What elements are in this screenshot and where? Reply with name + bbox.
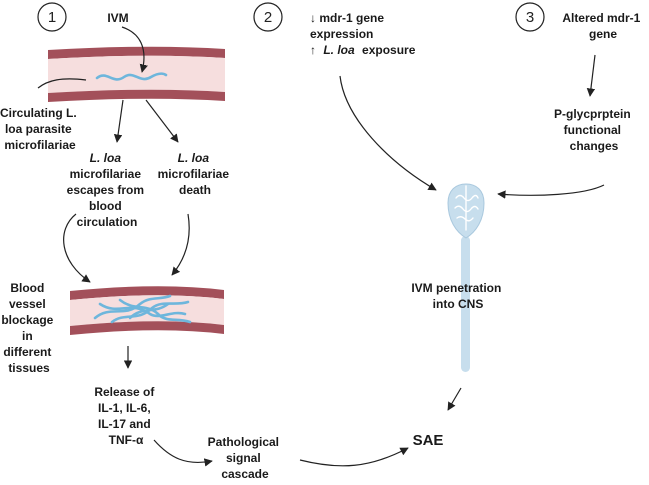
brain-spinal-cord-icon [447,183,485,372]
cns-penetration-label: IVM penetration into CNS [411,281,504,311]
svg-text:2: 2 [264,9,272,26]
blood-vessel-top [48,46,225,102]
svg-text:1: 1 [48,9,56,26]
step-3-marker: 3 [515,2,545,32]
pathological-cascade-label: Pathological signal cascade [208,435,283,481]
escape-circulation-label: L. loa microfilariae escapes from blood … [67,151,148,229]
cytokine-release-label: Release of IL-1, IL-6, IL-17 and TNF-α [94,385,157,447]
pgp-changes-label: P-glycprptein functional changes [554,107,634,153]
microfilariae-death-label: L. loa microfilariae death [158,151,233,197]
circulating-microfilariae-label: Circulating L. loa parasite microfilaria… [0,106,80,152]
svg-text:3: 3 [526,9,534,26]
mdr1-expression-label: ↓ mdr-1 gene expression [310,11,387,41]
ivm-label: IVM [107,11,128,25]
microfilaria-worm-icon [95,72,168,81]
arrows [37,26,605,467]
vessel-blockage-label: Blood vessel blockage in different tissu… [1,281,56,375]
altered-mdr1-label: Altered mdr-1 gene [562,11,643,41]
loa-exposure-label: ↑ L. loa exposure [310,43,416,57]
sae-label: SAE [413,432,444,449]
step-1-marker: 1 [37,2,67,32]
step-2-marker: 2 [253,2,283,32]
worm-cluster-icon [93,294,192,324]
